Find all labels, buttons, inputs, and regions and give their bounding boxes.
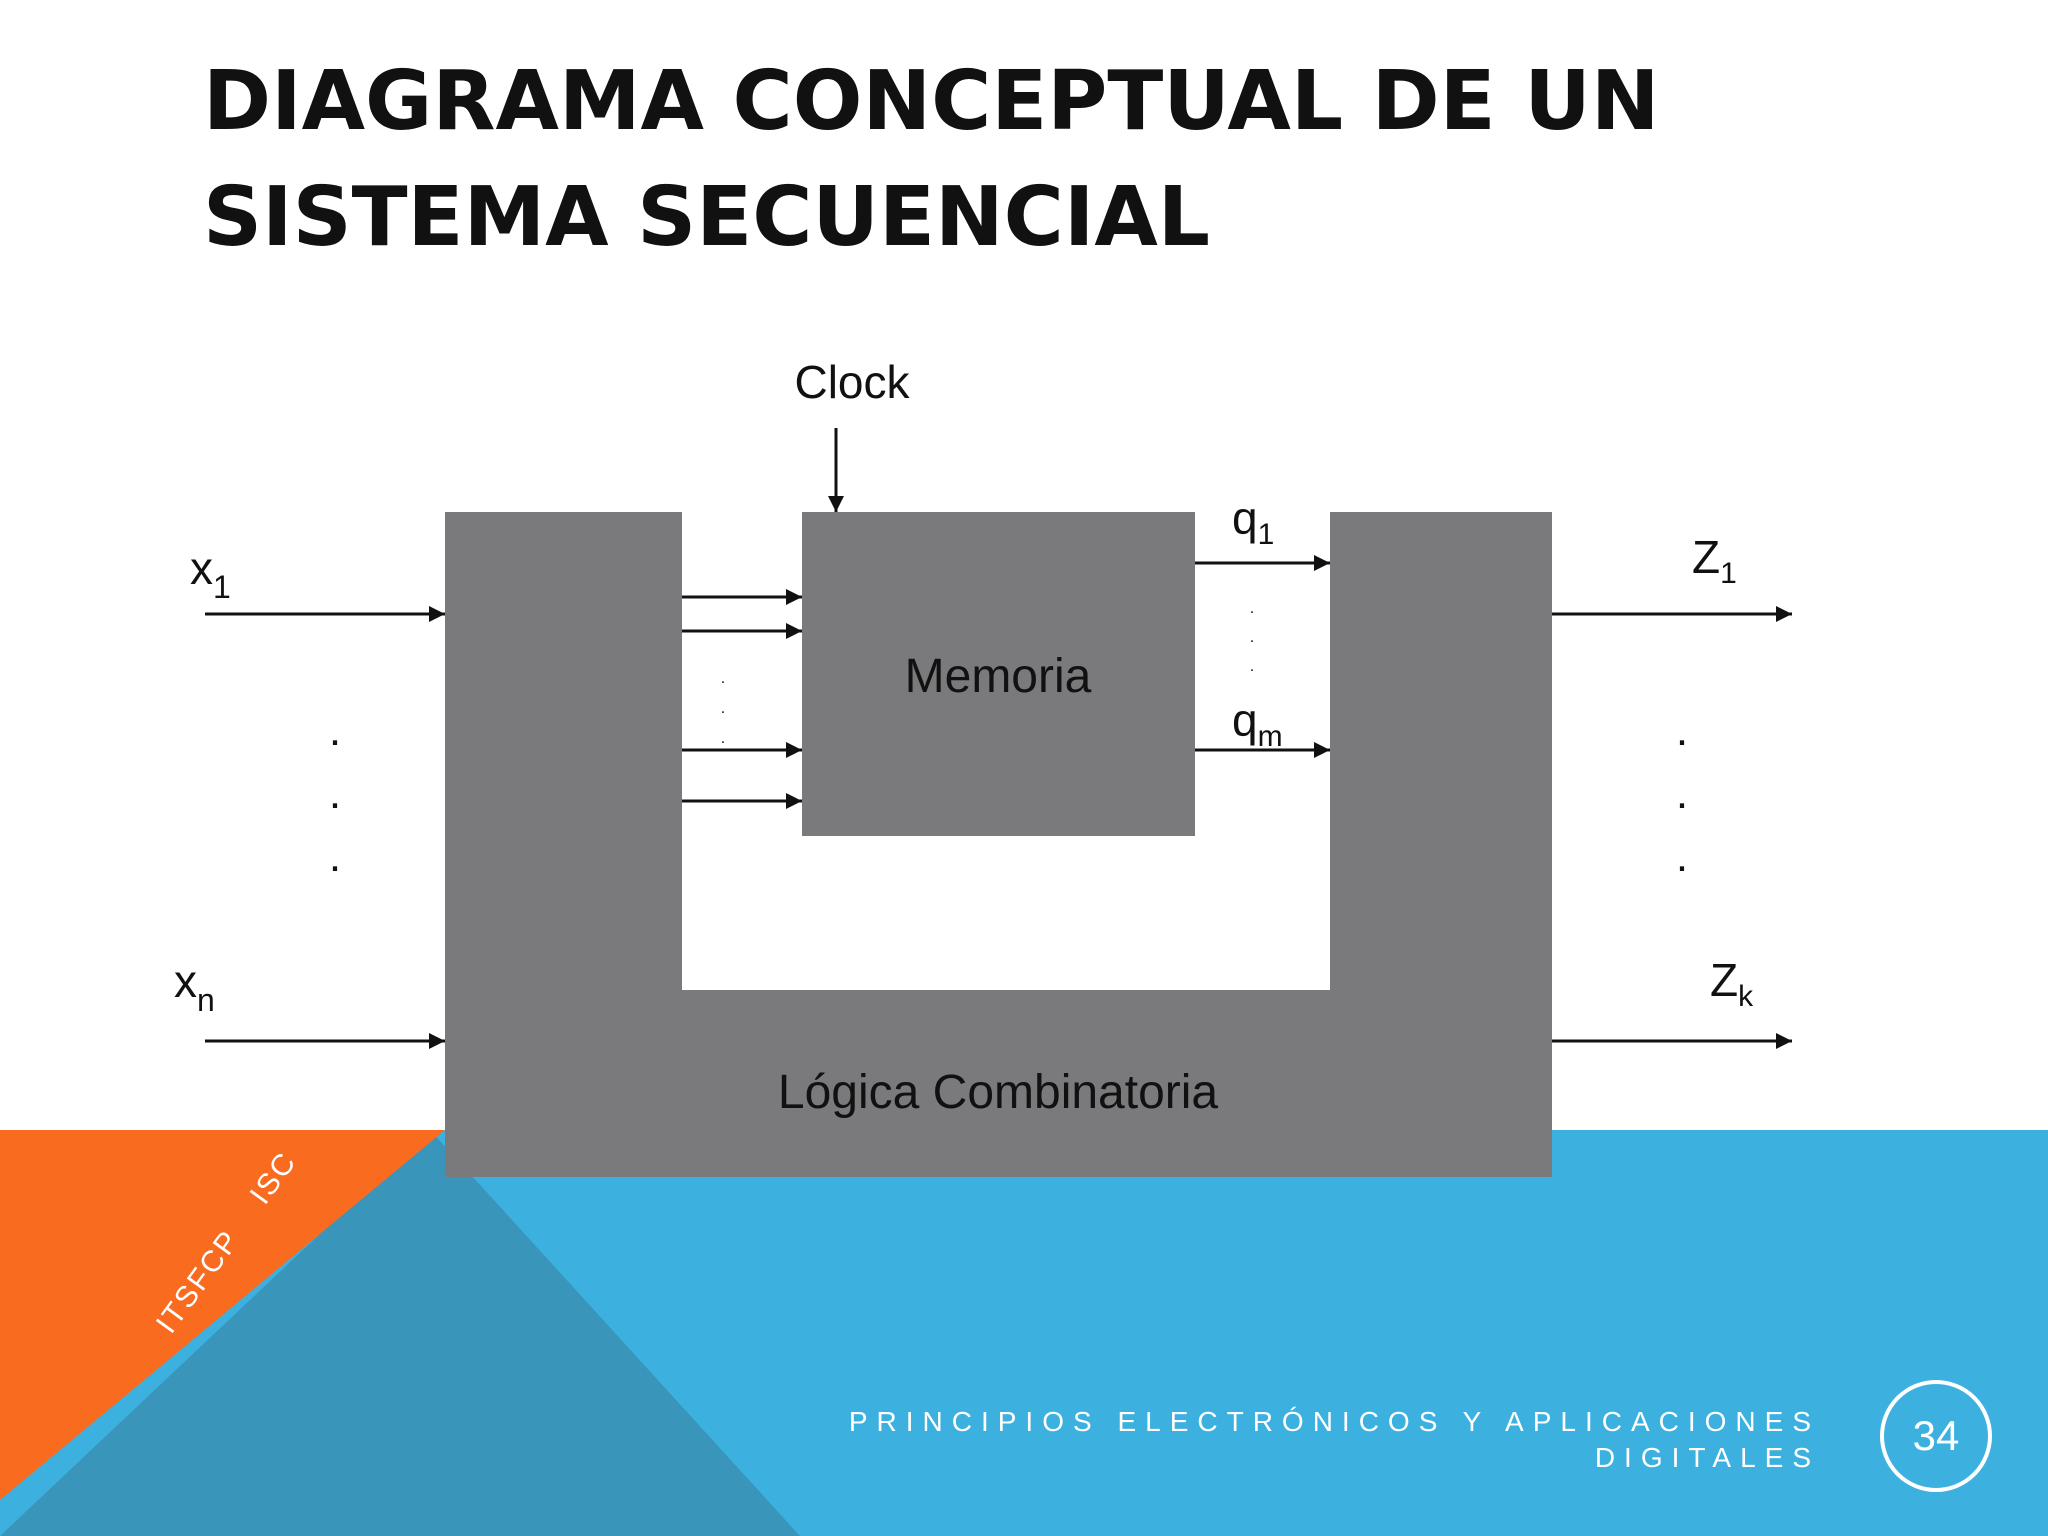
course-name-line-2: DIGITALES bbox=[1594, 1442, 1820, 1473]
excitation-ellipsis-dot: . bbox=[721, 670, 725, 687]
excitation-ellipsis-dot: . bbox=[721, 700, 725, 717]
input-ellipsis-dot: . bbox=[329, 769, 341, 818]
combinational-logic-block bbox=[445, 512, 1552, 1177]
orange-triangle bbox=[0, 1130, 445, 1500]
input-ellipsis-dot: . bbox=[329, 706, 341, 755]
course-footer: PRINCIPIOS ELECTRÓNICOS Y APLICACIONES D… bbox=[849, 1404, 1820, 1476]
memory-block bbox=[802, 512, 1195, 836]
title-line-1: DIAGRAMA CONCEPTUAL DE UN bbox=[203, 54, 1660, 149]
title-line-2: SISTEMA SECUENCIAL bbox=[203, 170, 1211, 265]
logic-label: Lógica Combinatoria bbox=[778, 1066, 1219, 1119]
course-name-line-1: PRINCIPIOS ELECTRÓNICOS Y APLICACIONES bbox=[848, 1406, 1820, 1437]
state-label-q1: q1 bbox=[1232, 492, 1274, 551]
memory-label: Memoria bbox=[905, 650, 1092, 703]
excitation-ellipsis-dot: . bbox=[721, 730, 725, 747]
page-number: 34 bbox=[1912, 1412, 1960, 1459]
output-label-zk: Zk bbox=[1710, 954, 1754, 1013]
state-label-qm: qm bbox=[1232, 694, 1283, 753]
clock-label: Clock bbox=[794, 356, 910, 408]
state-ellipsis-dot: . bbox=[1250, 658, 1254, 675]
output-ellipsis-dot: . bbox=[1676, 706, 1688, 755]
output-ellipsis-dot: . bbox=[1676, 769, 1688, 818]
input-label-xn: xn bbox=[174, 955, 215, 1018]
output-ellipsis-dot: . bbox=[1676, 832, 1688, 881]
output-label-z1: Z1 bbox=[1692, 531, 1737, 590]
dark-blue-triangle bbox=[0, 1130, 800, 1536]
page-number-badge: 34 bbox=[1880, 1380, 1992, 1492]
slide-title: DIAGRAMA CONCEPTUAL DE UN SISTEMA SECUEN… bbox=[203, 44, 1659, 276]
state-ellipsis-dot: . bbox=[1250, 600, 1254, 617]
input-label-x1: x1 bbox=[190, 542, 231, 605]
input-ellipsis-dot: . bbox=[329, 832, 341, 881]
state-ellipsis-dot: . bbox=[1250, 629, 1254, 646]
